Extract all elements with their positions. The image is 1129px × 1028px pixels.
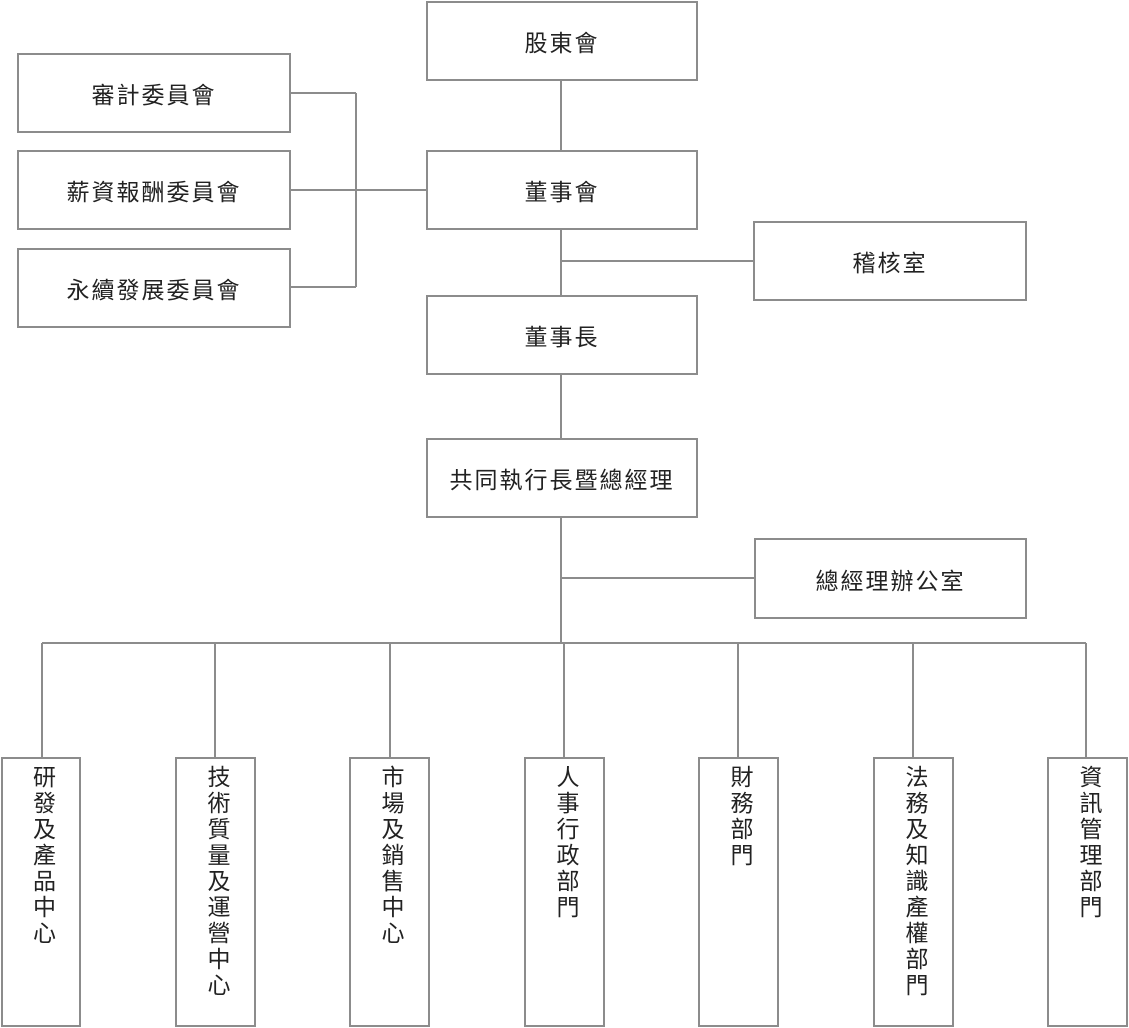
committee-label: 薪資報酬委員會 (66, 180, 242, 206)
department-box: 人事行政部門 (524, 757, 605, 1027)
department-box: 法務及知識產權部門 (873, 757, 954, 1027)
department-label: 財務部門 (726, 765, 752, 869)
committee-label: 審計委員會 (91, 83, 217, 109)
shareholders-box: 股東會 (426, 1, 698, 81)
department-label: 技術質量及運營中心 (203, 765, 229, 999)
board-box: 董事會 (426, 150, 698, 230)
chairman-label: 董事長 (524, 325, 600, 351)
gm-office-box: 總經理辦公室 (754, 538, 1027, 619)
department-box: 技術質量及運營中心 (175, 757, 256, 1027)
chairman-box: 董事長 (426, 295, 698, 375)
department-box: 研發及產品中心 (1, 757, 81, 1027)
department-label: 資訊管理部門 (1075, 765, 1101, 921)
department-label: 市場及銷售中心 (377, 765, 403, 947)
committee-box: 審計委員會 (17, 53, 291, 133)
board-label: 董事會 (524, 180, 600, 206)
department-label: 研發及產品中心 (28, 765, 55, 947)
department-label: 人事行政部門 (552, 765, 578, 921)
committee-box: 薪資報酬委員會 (17, 150, 291, 230)
gm-office-label: 總經理辦公室 (815, 568, 966, 595)
committee-label: 永續發展委員會 (66, 278, 242, 304)
department-box: 資訊管理部門 (1047, 757, 1128, 1027)
committee-box: 永續發展委員會 (17, 248, 291, 328)
department-box: 財務部門 (698, 757, 779, 1027)
audit-office-label: 稽核室 (852, 251, 928, 277)
department-label: 法務及知識產權部門 (901, 765, 927, 999)
ceo-box: 共同執行長暨總經理 (426, 438, 698, 518)
department-box: 市場及銷售中心 (349, 757, 430, 1027)
audit-office-box: 稽核室 (753, 221, 1027, 301)
ceo-label: 共同執行長暨總經理 (449, 468, 675, 494)
shareholders-label: 股東會 (524, 31, 600, 57)
